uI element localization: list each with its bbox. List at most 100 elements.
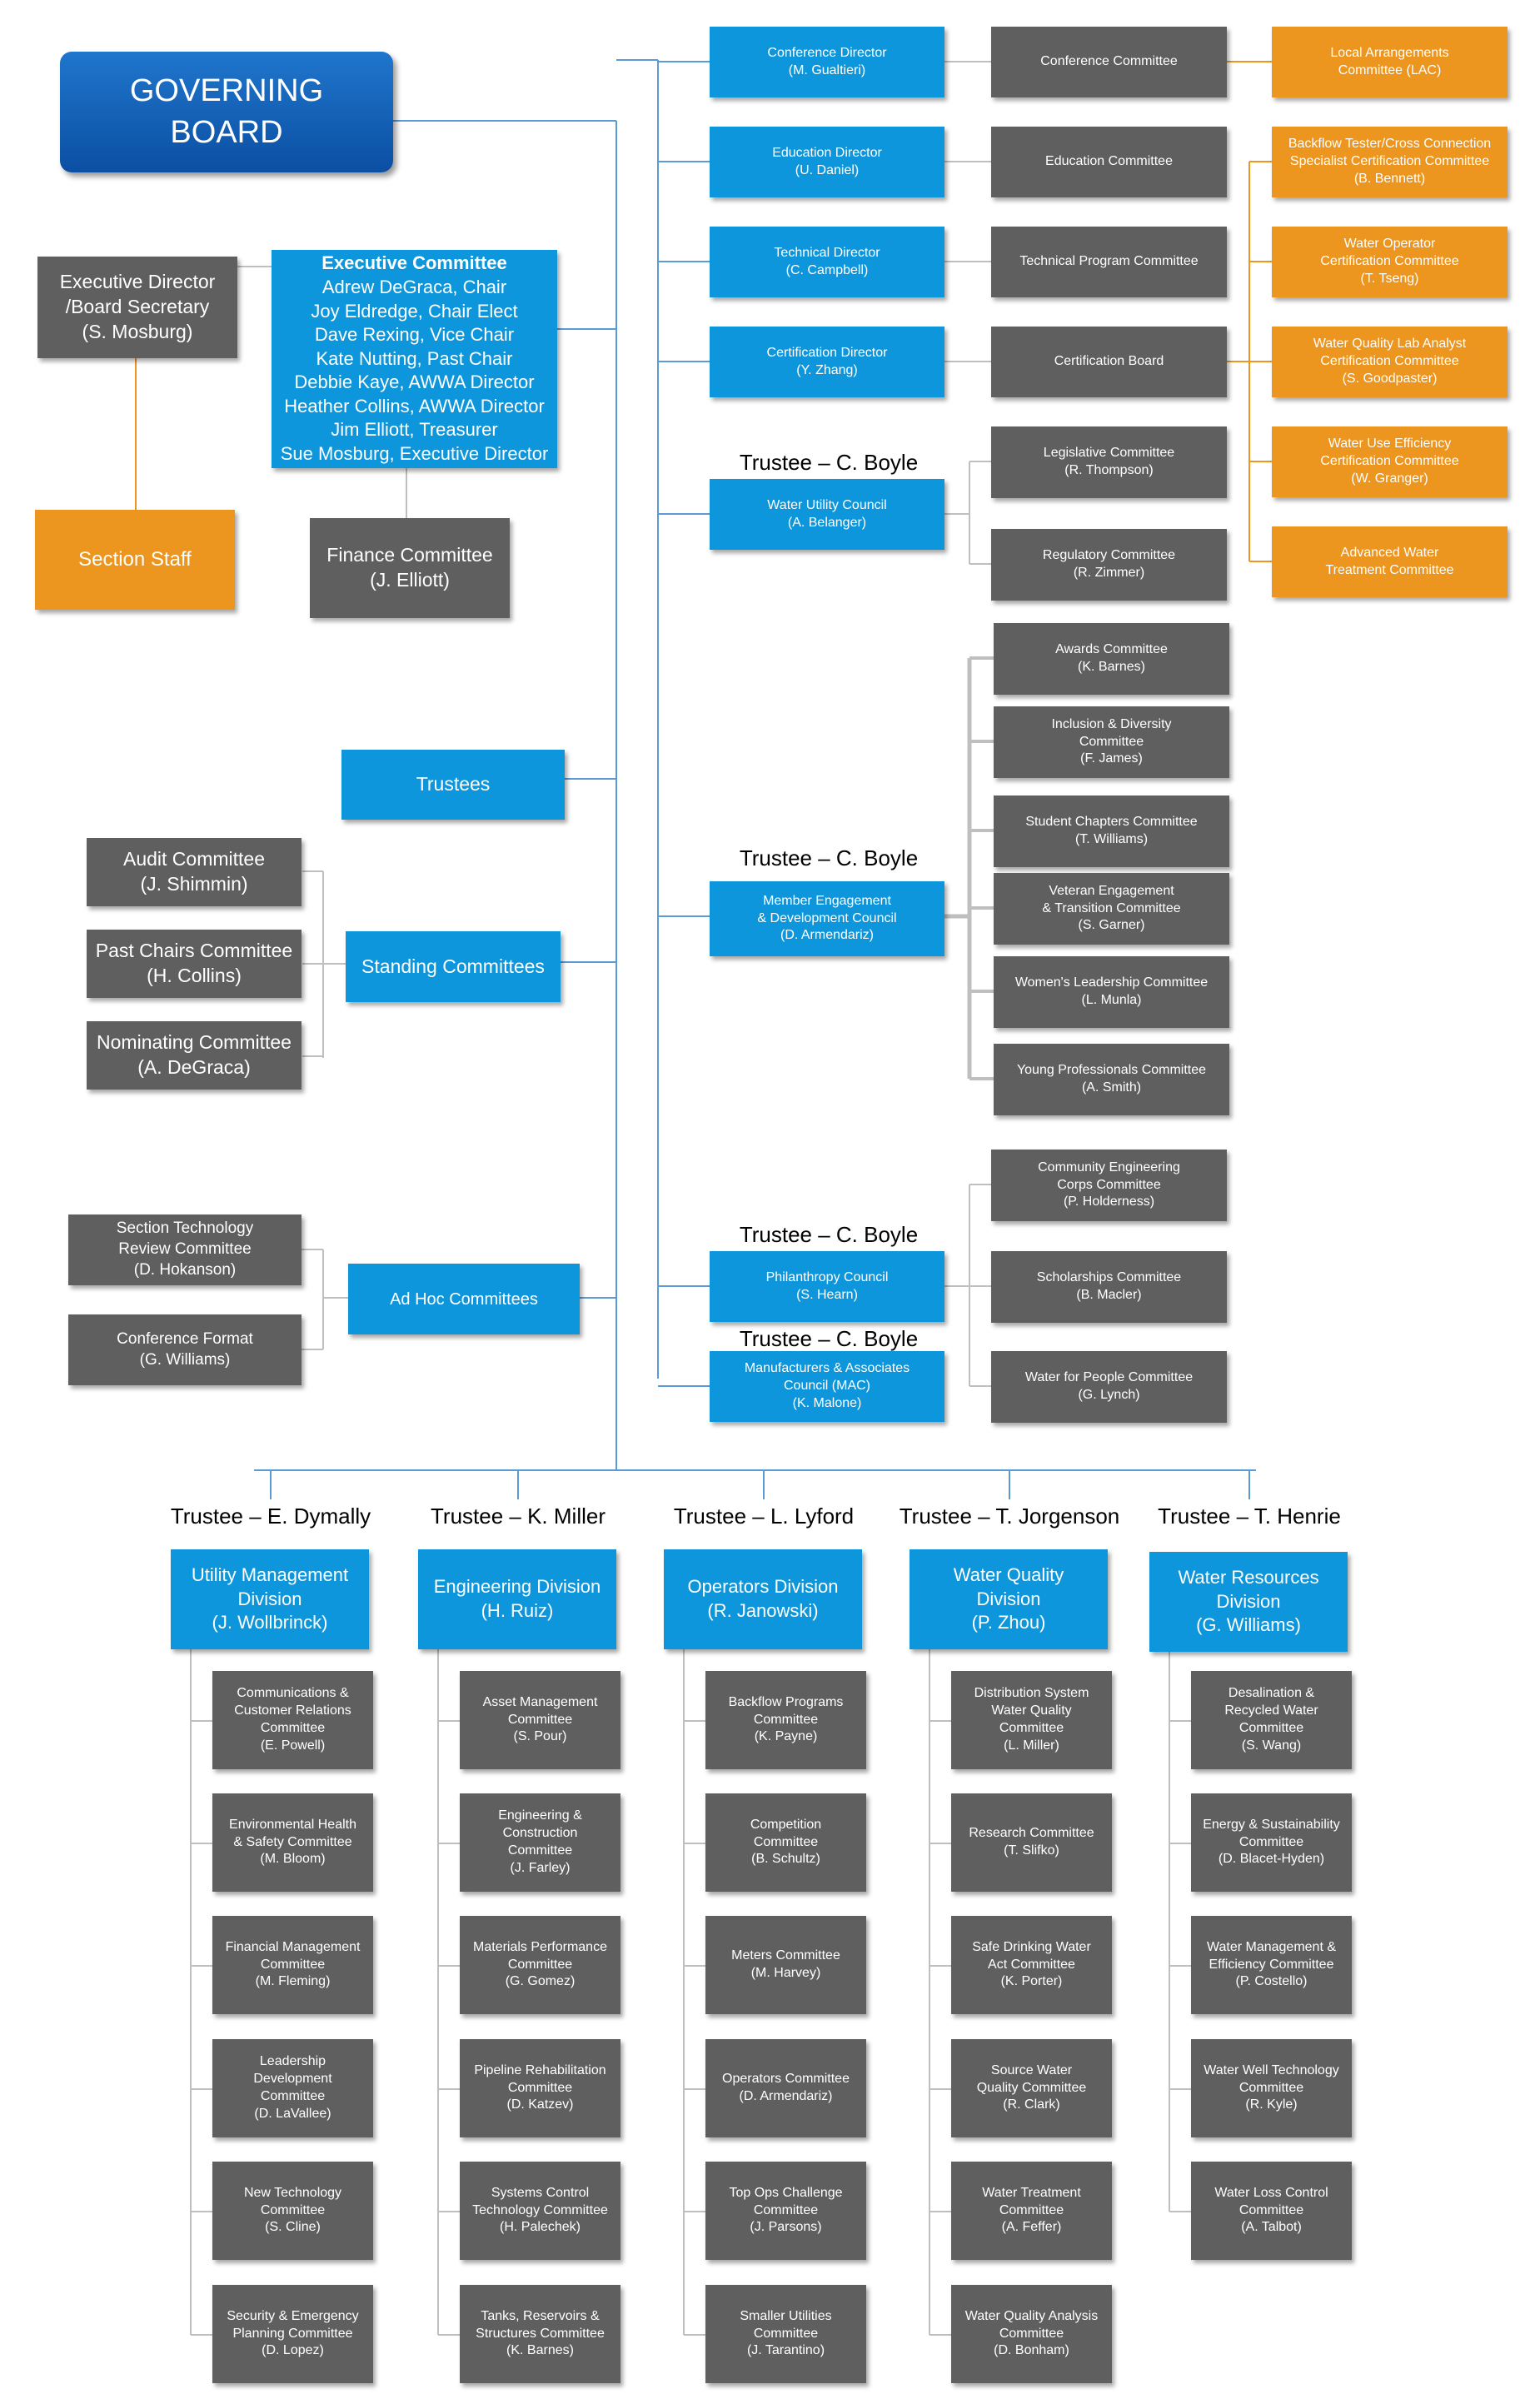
box-text-line: Inclusion & Diversity [1051, 716, 1172, 731]
box-text-line: (M. Bloom) [260, 1852, 326, 1867]
box-text-line: Jim Elliott, Treasurer [331, 419, 498, 441]
ad-hoc-committees-box: Ad Hoc Committees [348, 1264, 580, 1334]
box-text-line: (K. Barnes) [1078, 660, 1145, 674]
box-text-line: Certification Committee [1320, 454, 1459, 469]
box-text-line: (K. Payne) [754, 1729, 818, 1744]
box-text-line: Committee [507, 2080, 573, 2095]
box-text-line: Water Treatment [982, 2185, 1081, 2200]
box-text-line: Specialist Certification Committee [1289, 154, 1490, 169]
box-text-line: Committee [1079, 734, 1144, 749]
box-text-line: Review Committee [118, 1240, 252, 1259]
box-text-line: Certification Director [766, 345, 888, 360]
box-text-line: Conference Format [117, 1329, 253, 1348]
box-text-line: Research Committee [969, 1826, 1094, 1841]
box-text-line: (H. Collins) [147, 965, 242, 986]
box-text-line: Competition [750, 1817, 822, 1832]
box-text-line: Kate Nutting, Past Chair [316, 347, 513, 369]
box-text-line: Energy & Sustainability [1203, 1817, 1340, 1832]
box-text-line: Security & Emergency [227, 2308, 359, 2323]
box-text-line: Water Operator [1343, 237, 1436, 252]
division-committee-box: Meters Committee(M. Harvey) [705, 1916, 866, 2014]
box-text-line: Development [253, 2072, 332, 2087]
box-text-line: Materials Performance [473, 1939, 607, 1954]
box-text-line: Education Director [772, 145, 882, 160]
box-text-line: Committee [1238, 2202, 1304, 2217]
box-text-line: Women's Leadership Committee [1014, 975, 1209, 990]
box-text-line: Student Chapters Committee [1025, 815, 1198, 830]
box-text-line: Committee [507, 1843, 573, 1858]
standing-committee-item: Past Chairs Committee(H. Collins) [87, 930, 302, 998]
box-text-line: Committee [753, 2326, 819, 2341]
box-text-line: (D. Lopez) [262, 2343, 324, 2358]
trustee-label: Trustee – C. Boyle [739, 1326, 919, 1351]
box-text-line: (S. Mosburg) [82, 320, 193, 342]
section-staff-box: Section Staff [35, 510, 235, 610]
box-text-line: Act Committee [988, 1957, 1075, 1972]
box-text-line: Water for People Committee [1024, 1370, 1194, 1385]
box-text-line: (A. DeGraca) [137, 1056, 251, 1078]
box-text-line: (R. Kyle) [1245, 2097, 1298, 2112]
box-text-line: Technology Committee [472, 2202, 608, 2217]
council-box: Water Utility Council(A. Belanger) [710, 479, 944, 550]
box-text-line: Division [237, 1588, 302, 1609]
box-text-line: Philanthropy Council [765, 1269, 889, 1284]
box-text-line: Sue Mosburg, Executive Director [280, 443, 549, 465]
box-text-line: Manufacturers & Associates [744, 1361, 910, 1376]
box-text-line: Committee [260, 1957, 326, 1972]
box-text-line: (T. Williams) [1074, 832, 1149, 846]
trustee-label: Trustee – T. Jorgenson [899, 1504, 1120, 1529]
box-text-line: (R. Janowski) [707, 1600, 819, 1621]
trustee-label: Trustee – E. Dymally [170, 1504, 371, 1529]
trustee-label: Trustee – K. Miller [431, 1504, 606, 1529]
box-text-line: (B. Macler) [1076, 1288, 1142, 1302]
box-text-line: (K. Porter) [1000, 1974, 1063, 1989]
box-text-line: Water Management & [1206, 1939, 1337, 1954]
council-committee-box: Legislative Committee(R. Thompson) [991, 426, 1227, 498]
box-text-line: (D. Blacet-Hyden) [1218, 1852, 1325, 1867]
box-text-line: (S. Hearn) [796, 1287, 858, 1302]
box-text-line: (U. Daniel) [795, 162, 860, 177]
box-text-line: Top Ops Challenge [729, 2185, 843, 2200]
box-text-line: Conference Director [767, 45, 887, 60]
box-text-line: (S. Cline) [265, 2220, 321, 2235]
box-text-line: (D. Armendariz) [780, 928, 875, 943]
box-text-line: Structures Committee [476, 2326, 605, 2341]
division-committee-box: Operators Committee(D. Armendariz) [705, 2039, 866, 2137]
box-text-line: Adrew DeGraca, Chair [321, 276, 507, 297]
box-text-line: Certification Board [1054, 354, 1164, 369]
box-text-line: (M. Gualtieri) [788, 62, 866, 77]
box-text-line: Section Technology [116, 1219, 254, 1238]
box-text-line: Pipeline Rehabilitation [474, 2062, 606, 2077]
box-text-line: Executive Director [59, 271, 216, 293]
box-text-line: Water Well Technology [1204, 2062, 1339, 2077]
box-text-line: Finance Committee [326, 544, 493, 566]
box-text-line: BOARD [170, 114, 283, 150]
council-committee-box: Veteran Engagement& Transition Committee… [994, 873, 1229, 945]
box-text-line: (J. Wollbrinck) [212, 1612, 328, 1633]
council-committee-box: Water for People Committee(G. Lynch) [991, 1351, 1227, 1423]
box-text-line: & Development Council [757, 910, 897, 925]
box-text-line: (M. Fleming) [255, 1974, 331, 1989]
box-text-line: Committee [999, 2202, 1064, 2217]
box-text-line: Smaller Utilities [740, 2308, 832, 2323]
box-text-line: (L. Munla) [1081, 993, 1142, 1007]
standing-committee-item: Audit Committee(J. Shimmin) [87, 838, 302, 906]
box-text-line: (A. Feffer) [1001, 2220, 1062, 2235]
box-text-line: Trustees [416, 773, 491, 796]
box-text-line: (A. Belanger) [787, 515, 867, 530]
box-text-line: (E. Powell) [260, 1738, 326, 1753]
box-text-line: Distribution System [974, 1686, 1089, 1701]
